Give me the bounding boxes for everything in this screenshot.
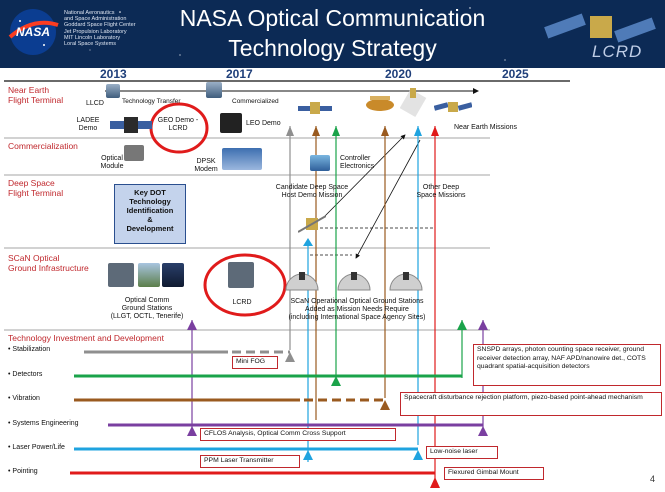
tech-row-stabilization: • Stabilization xyxy=(8,346,51,353)
commercialized-image xyxy=(206,82,222,98)
satellite-image-2 xyxy=(360,92,400,118)
dpsk-modem-image xyxy=(222,148,262,170)
ground-station-photo-2 xyxy=(162,263,184,287)
section-commercialization: Commercialization xyxy=(8,141,78,151)
nasa-logo: NASA xyxy=(4,7,62,57)
leo-demo-image xyxy=(220,113,242,133)
llcd-image xyxy=(106,84,120,98)
year-2025: 2025 xyxy=(502,67,529,81)
ground-telescope-image xyxy=(108,263,134,287)
near-earth-missions-label: Near Earth Missions xyxy=(454,124,518,131)
section-near-earth: Near Earth Flight Terminal xyxy=(8,85,64,105)
tech-row-laser-power: • Laser Power/Life xyxy=(8,444,65,451)
other-deep-space-label: Other Deep Space Missions xyxy=(416,184,466,199)
mini-fog-box: Mini FOG xyxy=(232,356,278,369)
section-deep-space: Deep Space Flight Terminal xyxy=(8,178,64,198)
satellite-image-1 xyxy=(298,98,332,120)
optical-module-label: Optical Module xyxy=(100,155,124,170)
controller-electronics-label: Controller Electronics xyxy=(340,155,375,170)
optical-comm-ground-stations-label: Optical Comm Ground Stations (LLGT, OCTL… xyxy=(110,297,184,320)
optical-module-image xyxy=(124,145,144,161)
starfield xyxy=(89,7,506,61)
satellite-image-4 xyxy=(433,96,473,118)
lcrd-logo: LCRD xyxy=(592,42,643,61)
deep-space-probe-image xyxy=(297,214,327,236)
dpsk-modem-label: DPSK Modem xyxy=(194,158,218,173)
nasa-logo-text: NASA xyxy=(15,25,50,39)
technology-transfer-label: Technology Transfer xyxy=(122,98,181,105)
year-2013: 2013 xyxy=(100,67,127,81)
section-scan-ground: SCaN Optical Ground Infrastructure xyxy=(8,253,89,273)
satellite-graphic xyxy=(535,2,665,66)
geo-demo-lcrd-label: GEO Demo - LCRD xyxy=(157,117,199,132)
low-noise-laser-box: Low-noise laser xyxy=(426,446,498,459)
lcrd-ground-telescope-image xyxy=(228,262,254,288)
lcrd-ground-label: LCRD xyxy=(232,299,252,306)
tech-row-pointing: • Pointing xyxy=(8,468,38,475)
scan-operational-stations-label: SCaN Operational Optical Ground Stations… xyxy=(288,298,426,321)
tech-row-detectors: • Detectors xyxy=(8,371,43,378)
leo-demo-label: LEO Demo xyxy=(246,120,281,127)
ground-dome-3 xyxy=(388,262,424,292)
ground-station-photo-1 xyxy=(138,263,160,287)
ground-dome-1 xyxy=(284,262,320,292)
ppm-laser-box: PPM Laser Transmitter xyxy=(200,455,300,468)
satellite-image-3 xyxy=(399,88,430,118)
ladee-spacecraft-image xyxy=(108,113,154,137)
key-dot-technology-box: Key DOT Technology Identification & Deve… xyxy=(114,184,186,244)
year-2017: 2017 xyxy=(226,67,253,81)
candidate-deep-space-label: Candidate Deep Space Host Demo Mission xyxy=(275,184,349,199)
page-title: NASA Optical Communication Technology St… xyxy=(179,5,486,61)
ladee-demo-label: LADEE Demo xyxy=(76,117,100,132)
flexured-gimbal-box: Flexured Gimbal Mount xyxy=(444,467,544,480)
section-tech-investment: Technology Investment and Development xyxy=(8,333,164,343)
page-number: 4 xyxy=(650,474,656,484)
llcd-label: LLCD xyxy=(86,100,104,107)
detectors-description-box: SNSPD arrays, photon counting space rece… xyxy=(473,344,661,386)
ground-dome-2 xyxy=(336,262,372,292)
vibration-description-box: Spacecraft disturbance rejection platfor… xyxy=(400,392,662,416)
tech-row-systems-engineering: • Systems Engineering xyxy=(8,420,79,427)
tech-row-vibration: • Vibration xyxy=(8,395,40,402)
commercialized-label: Commercialized xyxy=(232,98,279,105)
year-2020: 2020 xyxy=(385,67,412,81)
controller-electronics-image xyxy=(310,155,330,171)
cflos-analysis-box: CFLOS Analysis, Optical Comm Cross Suppo… xyxy=(200,428,396,441)
